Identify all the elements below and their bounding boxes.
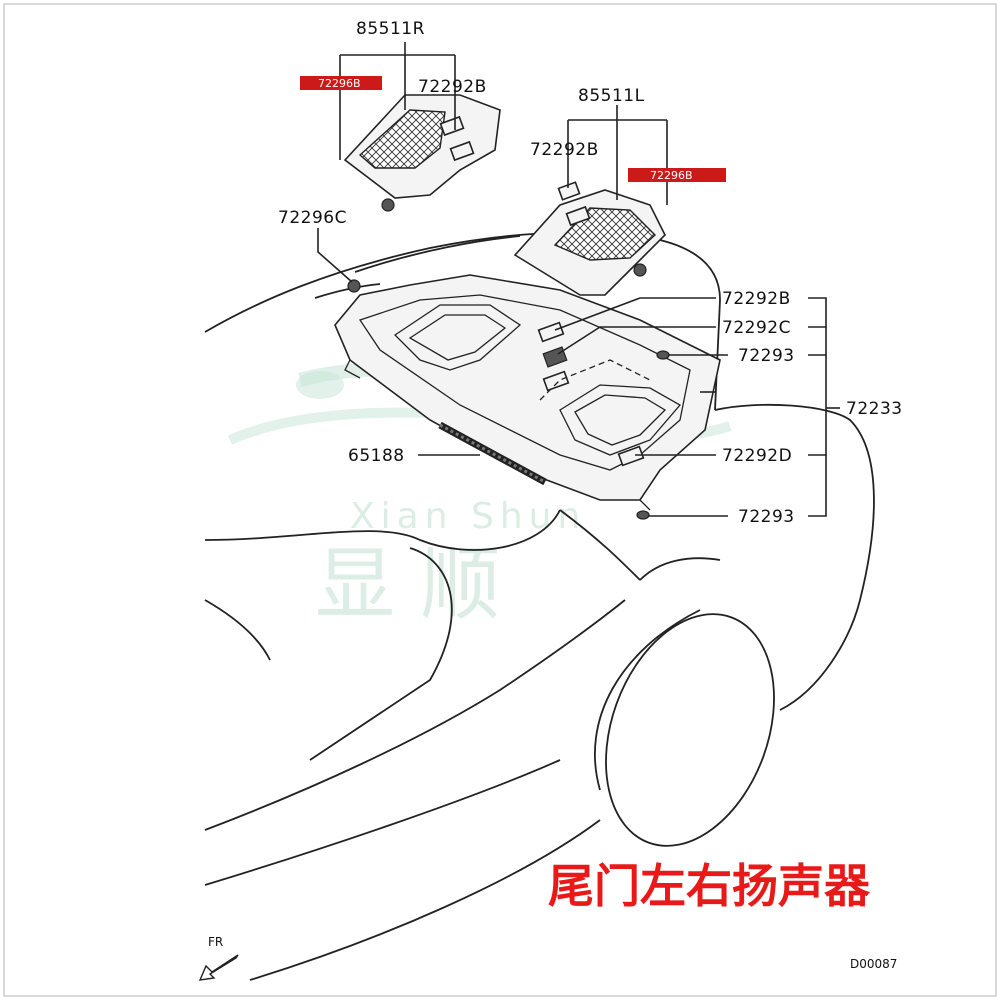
- diagram-code: D00087: [850, 957, 897, 971]
- label-72292C: 72292C: [722, 318, 791, 338]
- speaker-cover-85511R: [343, 94, 501, 212]
- rear-shelf-72233: [334, 274, 721, 511]
- label-85511L: 85511L: [578, 86, 645, 106]
- label-72233: 72233: [846, 399, 903, 419]
- fr-label: FR: [208, 935, 223, 949]
- redacted-label-72296B-right: 72296B: [300, 76, 382, 90]
- fastener-72293-b: [636, 510, 650, 520]
- label-72296B-right: 72296B: [318, 77, 361, 90]
- label-72292B: 72292B: [722, 289, 791, 309]
- frame-border: [3, 3, 997, 997]
- car-body-outline: [204, 231, 875, 981]
- label-72296B-left: 72296B: [650, 169, 693, 182]
- leader-lines: [317, 42, 840, 517]
- speaker-cover-85511L: [513, 181, 666, 296]
- fr-direction-indicator: FR: [198, 935, 239, 981]
- redacted-label-72296B-left: 72296B: [628, 168, 726, 182]
- caption-title: 尾门左右扬声器: [548, 859, 871, 913]
- label-72292D: 72292D: [722, 446, 792, 466]
- label-72292B-right-cover: 72292B: [418, 77, 487, 97]
- label-72293-upper: 72293: [738, 346, 795, 366]
- weatherstrip-65188: [438, 421, 547, 486]
- fastener-72293-a: [656, 350, 670, 360]
- label-72292B-left-cover: 72292B: [530, 140, 599, 160]
- label-65188: 65188: [348, 446, 405, 466]
- watermark-latin: Xian Shun: [350, 496, 586, 537]
- watermark-chinese: 显 顺: [315, 538, 500, 631]
- label-85511R: 85511R: [356, 19, 425, 39]
- label-72293-lower: 72293: [738, 507, 795, 527]
- fr-arrow-icon: [198, 954, 239, 981]
- fastener-72296C: [347, 279, 361, 293]
- label-72296C: 72296C: [278, 208, 347, 228]
